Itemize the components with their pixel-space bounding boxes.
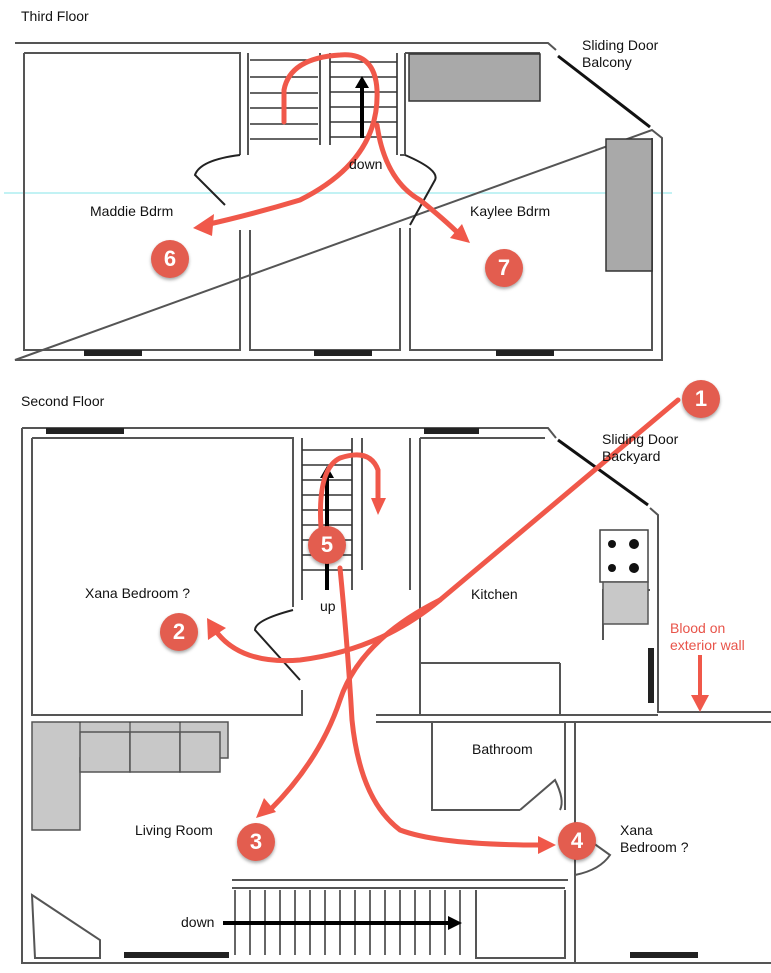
sliding-door-balcony-label: Sliding Door Balcony — [582, 37, 658, 71]
arrowhead — [193, 214, 214, 236]
stair-up-label: up — [320, 598, 336, 614]
room-label-bathroom: Bathroom — [472, 741, 533, 757]
arrowhead — [371, 498, 386, 515]
label-line: Sliding Door — [602, 431, 679, 447]
window — [46, 428, 124, 434]
marker-1: 1 — [682, 380, 720, 418]
path-5-loop — [317, 452, 381, 543]
room-label-kaylee: Kaylee Bdrm — [470, 203, 551, 219]
label-line: Backyard — [602, 448, 661, 464]
third-floor-walls — [14, 42, 663, 361]
marker-7: 7 — [485, 249, 523, 287]
path-5-to-4 — [337, 565, 543, 848]
label-line: Xana — [620, 822, 653, 838]
arrowhead — [207, 618, 226, 640]
second-floor-heading: Second Floor — [21, 393, 105, 409]
label-line: Sliding Door — [582, 37, 659, 53]
label-line: Bedroom ? — [620, 839, 689, 855]
window — [648, 648, 654, 703]
arrowhead — [256, 798, 276, 818]
bed — [605, 138, 653, 272]
window — [314, 350, 372, 356]
stove — [599, 529, 649, 583]
label-line: exterior wall — [670, 637, 745, 653]
path-to-6 — [202, 52, 380, 228]
label-line: Blood on — [670, 620, 726, 636]
stair-down-label: down — [349, 156, 383, 172]
window — [84, 350, 142, 356]
room-label-maddie: Maddie Bdrm — [90, 203, 174, 219]
label-line: Balcony — [582, 54, 632, 70]
arrowhead — [450, 224, 470, 243]
room-label-xana-bedroom-right: Xana Bedroom ? — [620, 822, 688, 856]
arrowhead — [538, 836, 556, 854]
room-label-living-room: Living Room — [135, 822, 213, 838]
blood-annotation: Blood on exterior wall — [670, 620, 745, 654]
third-floor-heading: Third Floor — [21, 8, 89, 24]
marker-3: 3 — [237, 823, 275, 861]
room-label-xana-bedroom-left: Xana Bedroom ? — [85, 585, 191, 601]
path-1-to-2 — [212, 397, 681, 664]
window — [630, 952, 698, 958]
room-label-kitchen: Kitchen — [471, 586, 518, 602]
window — [424, 428, 479, 434]
second-floor-walls — [21, 427, 771, 964]
marker-6: 6 — [151, 240, 189, 278]
path-2-to-3 — [267, 597, 443, 813]
sofa — [31, 721, 229, 831]
marker-5: 5 — [308, 526, 346, 564]
arrowhead — [691, 695, 709, 712]
marker-2: 2 — [160, 613, 198, 651]
stair-down-label: down — [181, 914, 215, 930]
window — [496, 350, 554, 356]
window — [124, 952, 229, 958]
sliding-door-backyard-label: Sliding Door Backyard — [602, 431, 678, 465]
dresser — [408, 53, 541, 102]
counter — [602, 581, 649, 625]
path-to-7 — [374, 122, 463, 238]
marker-4: 4 — [558, 822, 596, 860]
